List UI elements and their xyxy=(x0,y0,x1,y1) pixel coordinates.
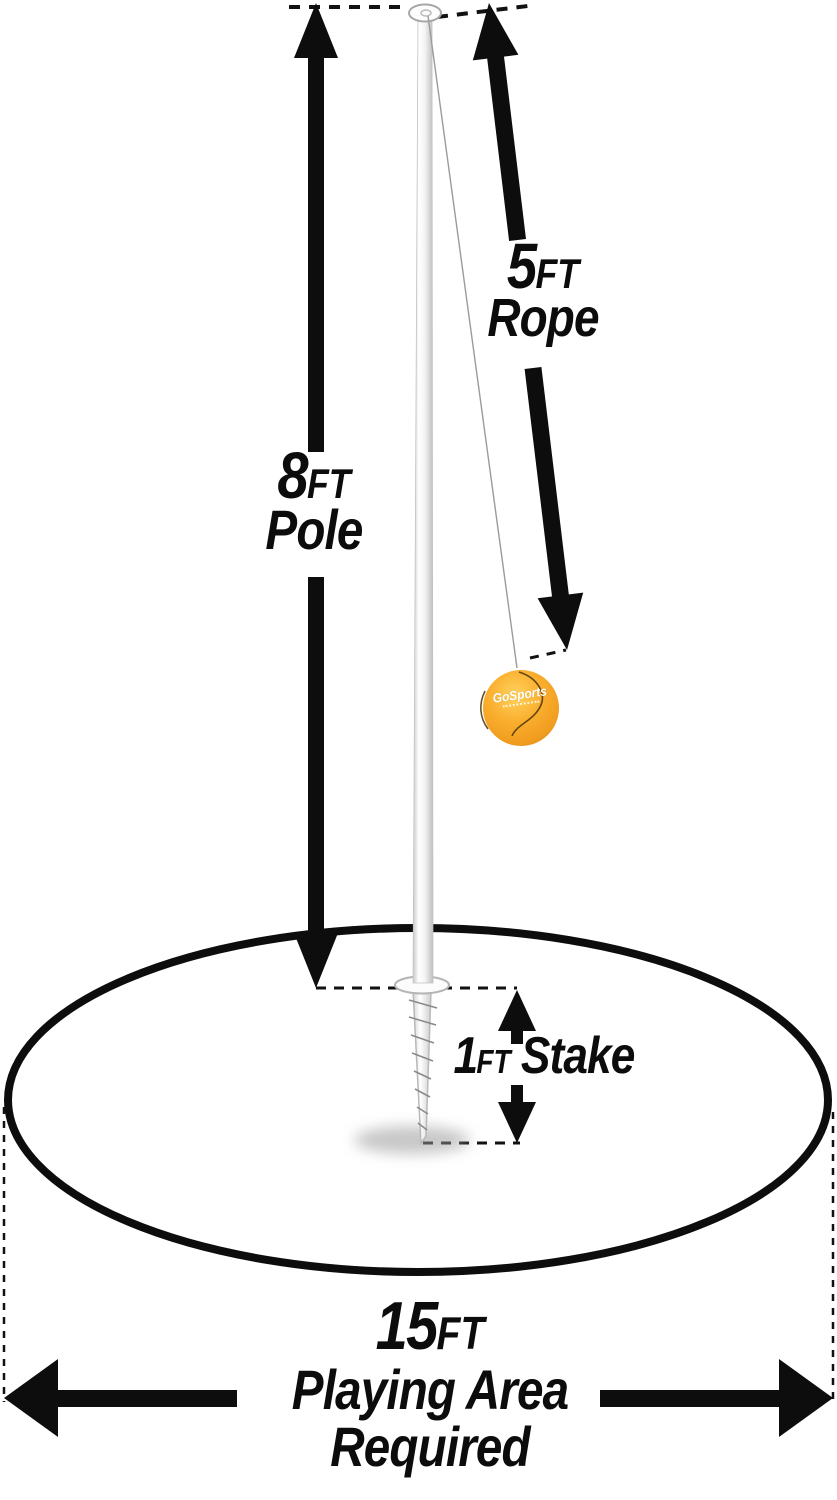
pole-arrow-shaft-bottom xyxy=(308,577,324,935)
stake-unit: FT xyxy=(476,1043,511,1080)
rope-line xyxy=(427,15,518,669)
rope-unit: FT xyxy=(535,250,580,297)
rope-length-label: 5FT Rope xyxy=(416,234,671,348)
ball-seams xyxy=(480,671,544,737)
area-arrow-head-left xyxy=(4,1359,58,1437)
rope-length-value: 5FT xyxy=(416,234,671,298)
rope-arrow-shaft-bottom xyxy=(524,367,570,602)
stake-number: 1 xyxy=(453,1027,478,1085)
stake-arrow-head-up xyxy=(498,990,536,1031)
pole-height-value: 8FT xyxy=(187,442,442,508)
pole-word: Pole xyxy=(265,497,363,561)
playing-area-label: 15FT Playing Area Required xyxy=(260,1291,600,1479)
area-arrow-shaft-left xyxy=(52,1390,237,1407)
tetherball xyxy=(480,670,559,746)
area-unit: FT xyxy=(436,1307,485,1359)
stake-depth-arrow xyxy=(498,990,536,1143)
stake-word: Stake xyxy=(520,1027,636,1085)
pole-top-cap xyxy=(408,3,442,23)
rope-word: Rope xyxy=(487,287,599,348)
rope-length-arrow xyxy=(472,3,584,650)
area-arrow-shaft-right xyxy=(600,1390,780,1407)
rope-eyelet xyxy=(420,9,432,17)
area-number: 15 xyxy=(375,1288,439,1364)
rope-arrow-head-down xyxy=(537,592,584,650)
playing-area-arrows xyxy=(4,1359,833,1437)
rope-arrow-head-up xyxy=(472,3,519,61)
stake-arrow-shaft-down xyxy=(511,1085,523,1105)
rope-arrow-shaft-top xyxy=(486,51,526,241)
rope-end-dashed-line xyxy=(529,648,567,660)
pole-height-arrow xyxy=(294,3,338,988)
pole-unit: FT xyxy=(306,460,351,507)
pole-height-label: 8FT Pole xyxy=(187,442,442,561)
stake-arrow-head-down xyxy=(498,1102,536,1143)
area-line3: Required xyxy=(330,1415,530,1479)
rope-number: 5 xyxy=(506,230,537,302)
area-value: 15FT xyxy=(260,1291,600,1361)
pole-number: 8 xyxy=(277,438,308,512)
ground-shadow xyxy=(354,1126,470,1154)
pole-arrow-shaft-top xyxy=(308,52,324,452)
pole-arrow-head-up xyxy=(294,3,338,58)
rope-top-dashed-line xyxy=(436,3,537,19)
stake-spiral-thread xyxy=(408,999,438,1131)
area-line2: Playing Area xyxy=(291,1358,569,1422)
stake-arrow-shaft-up xyxy=(511,1026,523,1044)
pole-arrow-head-down xyxy=(294,933,338,988)
area-arrow-head-right xyxy=(779,1359,833,1437)
